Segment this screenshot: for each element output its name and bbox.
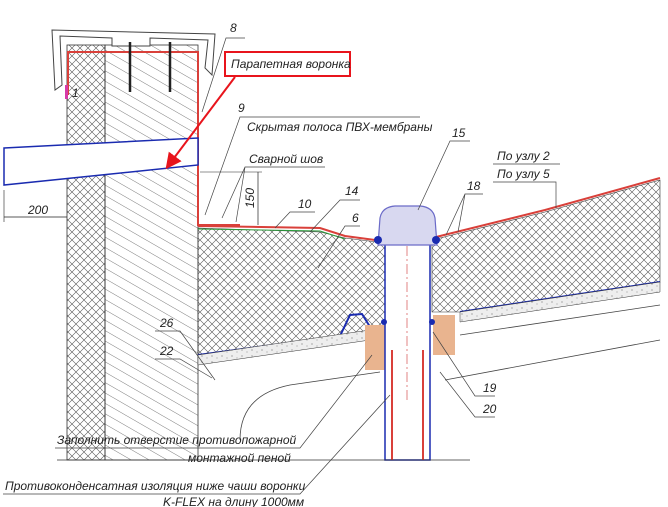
marker-26: 26 xyxy=(159,316,174,330)
anchor-bolts xyxy=(128,42,172,92)
callout-parapet-funnel: Парапетная воронка xyxy=(231,57,351,71)
geotextile-left xyxy=(197,228,346,240)
label-hidden-strip: Скрытая полоса ПВХ-мембраны xyxy=(247,120,433,134)
marker-15: 15 xyxy=(452,126,466,140)
marker-9: 9 xyxy=(238,101,245,115)
marker-14: 14 xyxy=(345,184,359,198)
marker-pink xyxy=(65,85,68,99)
foam-fill-left xyxy=(365,325,385,370)
label-weld-seam: Сварной шов xyxy=(249,152,323,166)
callout-box xyxy=(224,51,351,77)
ceiling-slab-left xyxy=(239,371,381,441)
marker-19: 19 xyxy=(483,381,497,395)
parapet-funnel xyxy=(3,137,199,186)
marker-8: 8 xyxy=(230,21,237,35)
label-node-5: По узлу 5 xyxy=(497,167,550,181)
label-insulation-line1: Противоконденсатная изоляция ниже чаши в… xyxy=(5,479,306,493)
screed-right xyxy=(459,281,661,323)
parapet-membrane xyxy=(67,51,240,226)
label-fill-hole-line2: монтажной пеной xyxy=(188,451,291,465)
label-insulation-line2: K-FLEX на длину 1000мм xyxy=(163,495,304,507)
membrane-left xyxy=(197,225,376,241)
roof-drain xyxy=(374,205,440,461)
dimension-150: 150 xyxy=(200,171,262,225)
label-node-2: По узлу 2 xyxy=(497,149,550,163)
marker-10: 10 xyxy=(298,197,312,211)
membrane-right xyxy=(431,177,661,239)
marker-18: 18 xyxy=(467,179,481,193)
parapet-cap xyxy=(51,29,216,91)
marker-20: 20 xyxy=(482,402,497,416)
callout-arrow xyxy=(165,76,236,170)
dimension-150-value: 150 xyxy=(243,188,257,208)
marker-1: 1 xyxy=(72,86,79,100)
wall-concrete xyxy=(104,44,199,461)
foam-fill-right xyxy=(433,315,455,355)
label-fill-hole-line1: Заполнить отверстие противопожарной xyxy=(57,433,296,447)
drain-grate xyxy=(377,205,438,246)
wall-insulation xyxy=(66,44,106,461)
dimension-200: 200 xyxy=(3,190,67,222)
marker-22: 22 xyxy=(159,344,174,358)
dimension-200-value: 200 xyxy=(27,203,48,217)
marker-6: 6 xyxy=(352,211,359,225)
